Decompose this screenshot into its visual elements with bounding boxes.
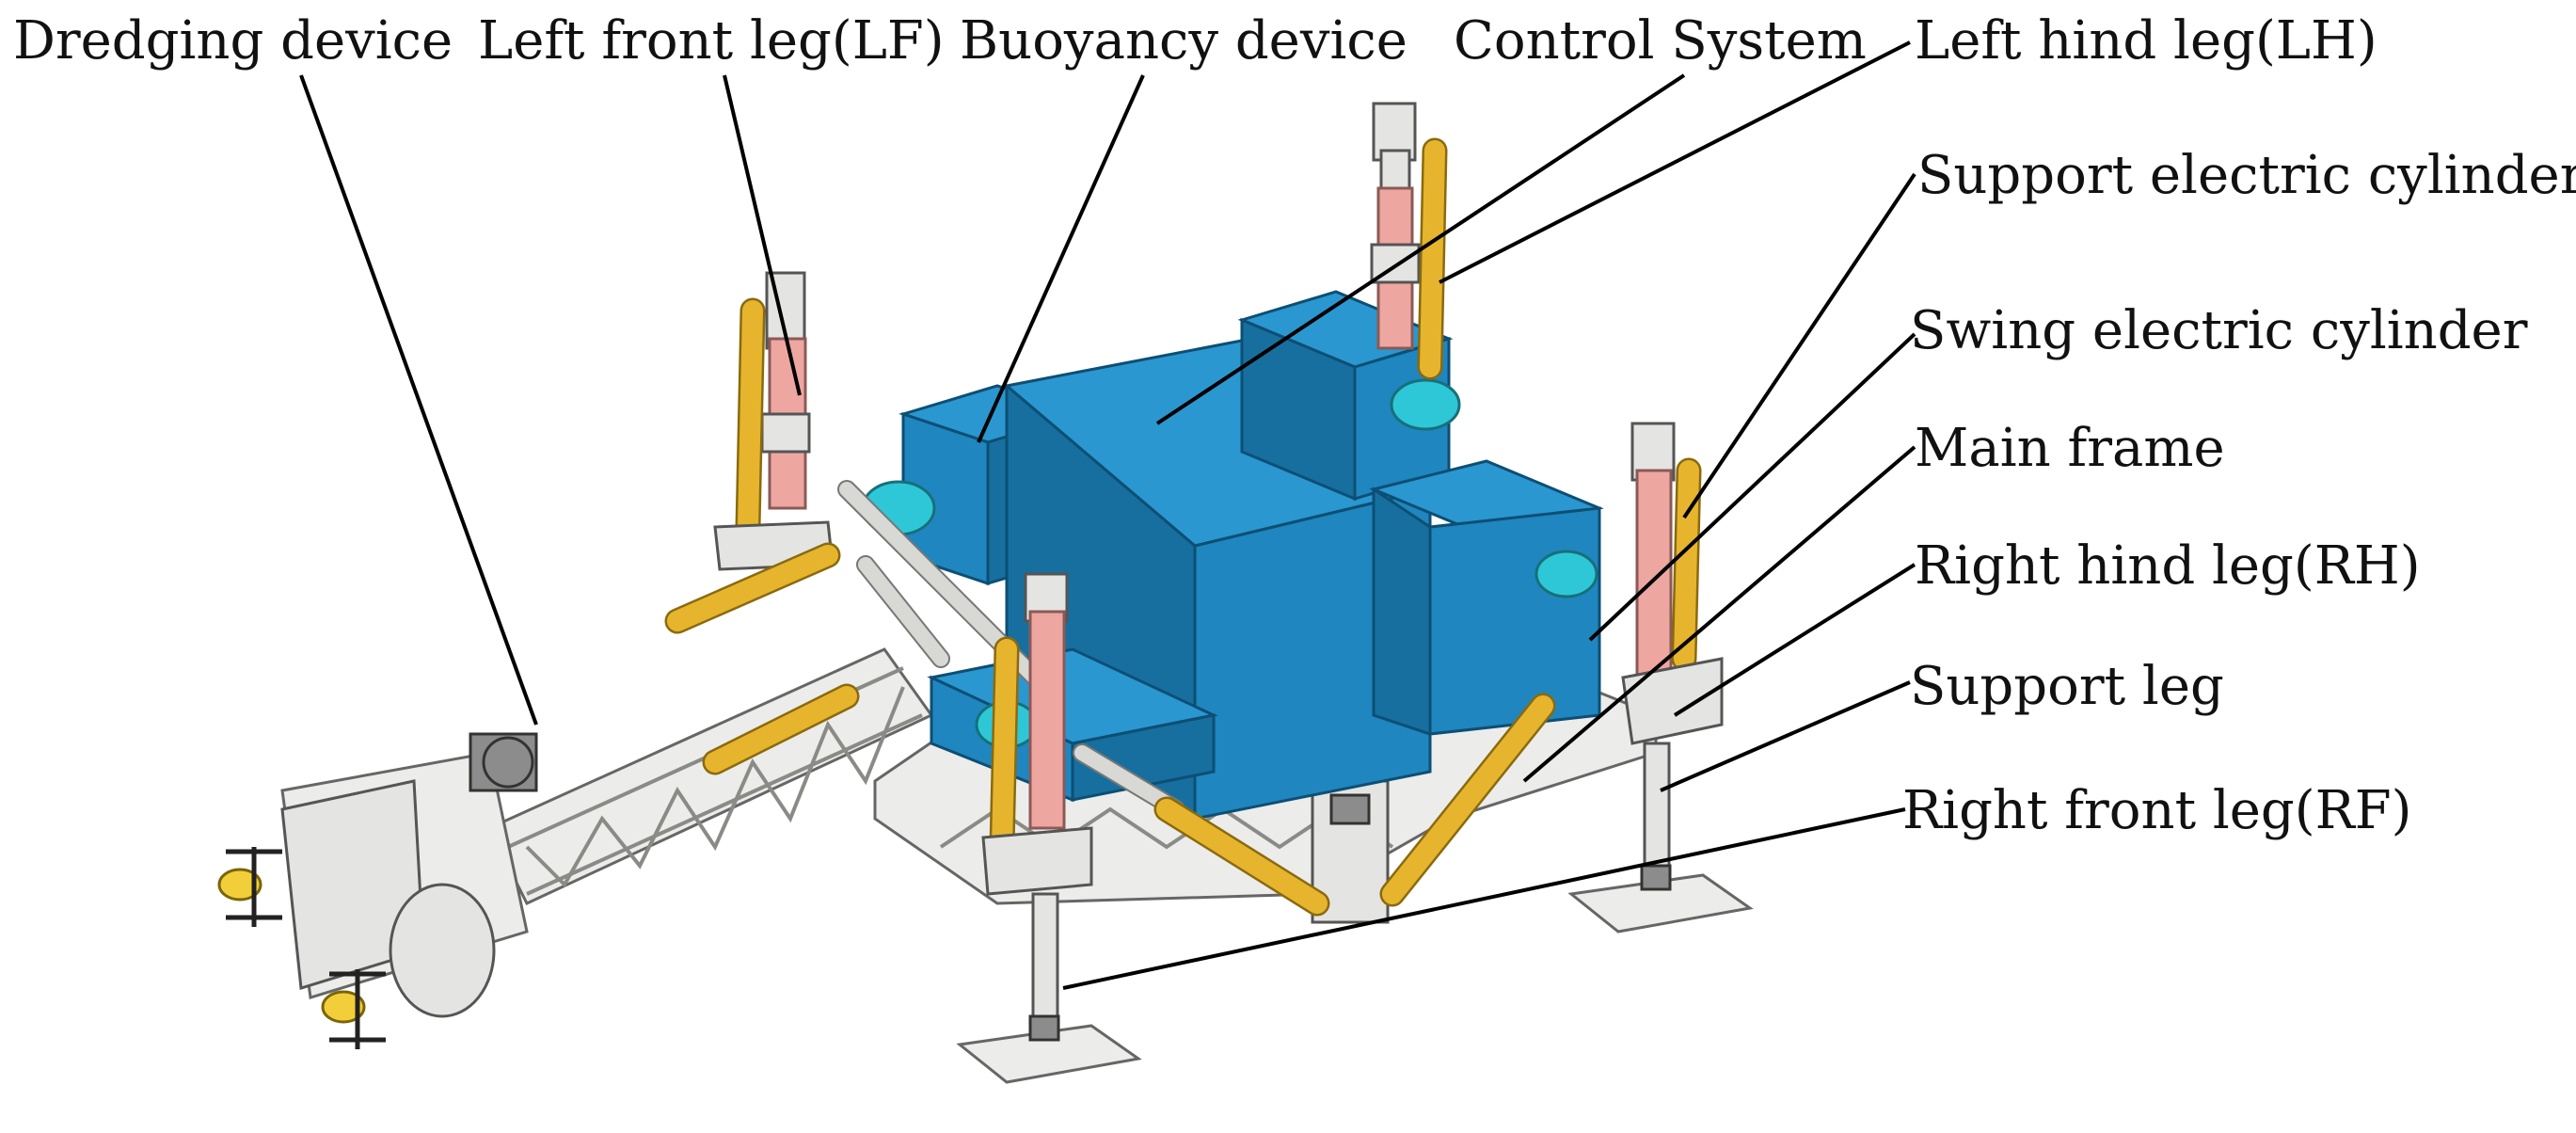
- left-hind-leg: [1370, 102, 1448, 380]
- label-support-electric-cylinder: Support electric cylinder: [1917, 145, 2576, 206]
- label-swing-electric-cylinder: Swing electric cylinder: [1910, 300, 2528, 361]
- right-hind-foot: [1567, 864, 1754, 934]
- swing-electric-cylinders: [1153, 693, 1556, 917]
- right-front-support-leg: [1031, 892, 1059, 1028]
- label-left-hind-leg: Left hind leg(LH): [1915, 10, 2377, 72]
- right-front-foot: [956, 1014, 1142, 1084]
- label-left-front-leg: Left front leg(LF): [478, 10, 945, 72]
- label-dredging-device: Dredging device: [13, 10, 453, 72]
- label-right-front-leg: Right front leg(RF): [1902, 780, 2412, 841]
- left-front-leg: [664, 271, 860, 775]
- right-hind-support-leg: [1643, 742, 1671, 877]
- label-control-system: Control System: [1454, 10, 1867, 72]
- label-right-hind-leg: Right hind leg(RH): [1915, 535, 2421, 597]
- cutter-head-lower: [321, 969, 386, 1049]
- right-front-leg: [956, 572, 1142, 1084]
- label-main-frame: Main frame: [1915, 418, 2225, 479]
- right-hind-leg: [1567, 422, 1754, 934]
- leader-lines: [299, 40, 1916, 990]
- label-support-leg: Support leg: [1910, 656, 2224, 717]
- cutter-head-upper: [217, 847, 282, 927]
- label-buoyancy-device: Buoyancy device: [960, 10, 1407, 72]
- labels: Dredging device Left front leg(LF) Buoya…: [13, 10, 2576, 841]
